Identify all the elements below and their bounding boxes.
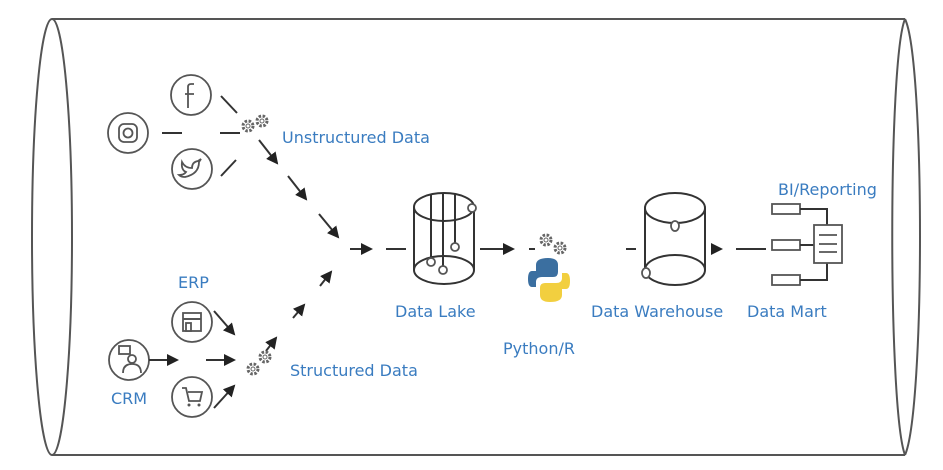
data-lake-icon bbox=[413, 192, 477, 285]
python-r-label: Python/R bbox=[503, 339, 575, 358]
bi-reporting-label: BI/Reporting bbox=[778, 180, 877, 199]
gear-icon bbox=[539, 233, 567, 255]
data-mart-icon bbox=[771, 203, 843, 286]
pipe-outline bbox=[31, 18, 921, 456]
python-logo bbox=[528, 258, 570, 302]
gear-icon bbox=[246, 350, 272, 376]
data-lake-label: Data Lake bbox=[395, 302, 476, 321]
unstructured-data-label: Unstructured Data bbox=[282, 128, 430, 147]
erp-label: ERP bbox=[178, 273, 209, 292]
instagram-icon bbox=[107, 112, 149, 154]
gear-icon bbox=[241, 114, 269, 133]
twitter-icon bbox=[171, 148, 213, 190]
dashed-arrow bbox=[258, 139, 406, 352]
structured-data-label: Structured Data bbox=[290, 361, 418, 380]
data-warehouse-icon bbox=[641, 192, 706, 286]
facebook-icon bbox=[170, 74, 212, 116]
crm-label: CRM bbox=[111, 389, 147, 408]
data-mart-label: Data Mart bbox=[747, 302, 827, 321]
cart-icon bbox=[171, 376, 213, 418]
store-icon bbox=[171, 301, 213, 343]
data-warehouse-label: Data Warehouse bbox=[591, 302, 723, 321]
user-chat-icon bbox=[108, 339, 150, 381]
